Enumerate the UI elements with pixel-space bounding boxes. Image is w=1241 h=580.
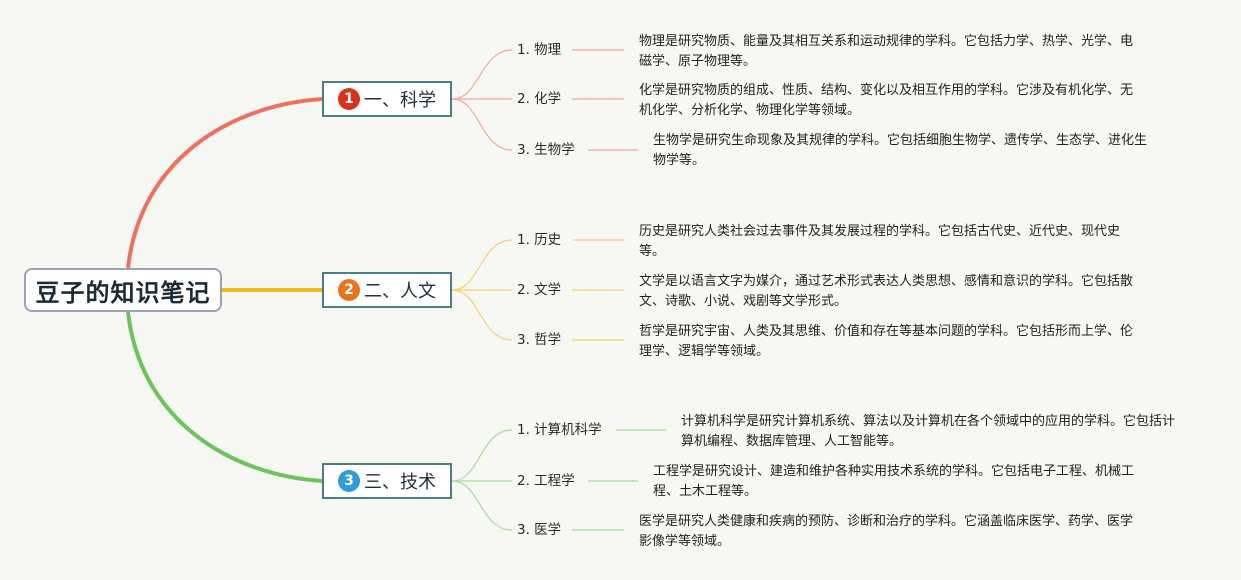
- topic-node[interactable]: 1. 历史: [517, 232, 562, 248]
- topic-node[interactable]: 1. 物理: [517, 42, 562, 58]
- topic-description: 历史是研究人类社会过去事件及其发展过程的学科。它包括古代史、近代史、现代史等。: [639, 224, 1121, 259]
- branch-label: 二、人文: [364, 281, 436, 302]
- topic-connector: [451, 480, 513, 531]
- topic-description: 物理是研究物质、能量及其相互关系和运动规律的学科。它包括力学、热学、光学、电磁学…: [639, 34, 1134, 69]
- topic-connector: [451, 429, 513, 482]
- branch-label: 三、技术: [364, 472, 436, 493]
- topic-node[interactable]: 2. 工程学: [517, 473, 575, 489]
- topic-description: 生物学是研究生命现象及其规律的学科。它包括细胞生物学、遗传学、生态学、进化生物学…: [653, 133, 1148, 168]
- branch-node-tech[interactable]: 3 三、技术: [322, 463, 452, 499]
- topic-connector: [451, 49, 513, 100]
- branch-connector-tech: [126, 311, 323, 483]
- root-title: 豆子的知识笔记: [35, 278, 211, 307]
- branch-label: 一、科学: [364, 90, 436, 111]
- topic-description: 哲学是研究宇宙、人类及其思维、价值和存在等基本问题的学科。它包括形而上学、伦理学…: [639, 324, 1134, 359]
- topic-node[interactable]: 1. 计算机科学: [517, 422, 602, 438]
- topic-node[interactable]: 2. 化学: [517, 91, 562, 107]
- topic-description: 计算机科学是研究计算机系统、算法以及计算机在各个领域中的应用的学科。它包括计算机…: [681, 414, 1176, 449]
- topic-description: 化学是研究物质的组成、性质、结构、变化以及相互作用的学科。它涉及有机化学、无机化…: [639, 83, 1134, 118]
- topic-description: 文学是以语言文字为媒介，通过艺术形式表达人类思想、感情和意识的学科。它包括散文、…: [639, 274, 1134, 309]
- branch-node-science[interactable]: 1 一、科学: [322, 81, 452, 117]
- topic-node[interactable]: 3. 生物学: [517, 142, 575, 158]
- number-badge-icon: 2: [338, 279, 360, 301]
- topic-node[interactable]: 3. 医学: [517, 522, 562, 538]
- number-badge-icon: 1: [338, 88, 360, 110]
- branch-connector-science: [126, 97, 323, 269]
- topic-connector: [451, 239, 513, 291]
- topic-node[interactable]: 3. 哲学: [517, 332, 562, 348]
- topic-description: 工程学是研究设计、建造和维护各种实用技术系统的学科。它包括电子工程、机械工程、土…: [653, 464, 1135, 499]
- topic-node[interactable]: 2. 文学: [517, 282, 562, 298]
- number-badge-icon: 3: [338, 470, 360, 492]
- branch-node-humanities[interactable]: 2 二、人文: [322, 272, 452, 308]
- root-node[interactable]: 豆子的知识笔记: [24, 268, 222, 312]
- topic-connector: [451, 289, 513, 341]
- topic-connector: [451, 98, 513, 151]
- topic-description: 医学是研究人类健康和疾病的预防、诊断和治疗的学科。它涵盖临床医学、药学、医学影像…: [639, 514, 1134, 549]
